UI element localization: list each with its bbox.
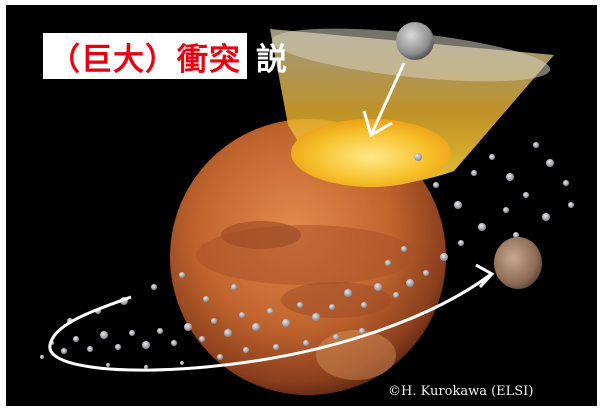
- illustration-panel: （巨大）衝突 説 ©H. Kurokawa (ELSI): [6, 5, 597, 406]
- illustration: [40, 22, 574, 395]
- title-highlight: （巨大）衝突: [49, 41, 241, 78]
- impact-arrow: [362, 62, 406, 138]
- title-rest: 説: [256, 41, 287, 78]
- impactor-moon: [396, 22, 434, 60]
- image-credit: ©H. Kurokawa (ELSI): [388, 384, 534, 399]
- title-highlight-box: （巨大）衝突: [43, 33, 247, 79]
- formed-moon: [494, 237, 542, 289]
- mars-planet: [170, 119, 446, 395]
- orbit-arrow: [48, 263, 495, 372]
- debris-cloud: [40, 142, 574, 369]
